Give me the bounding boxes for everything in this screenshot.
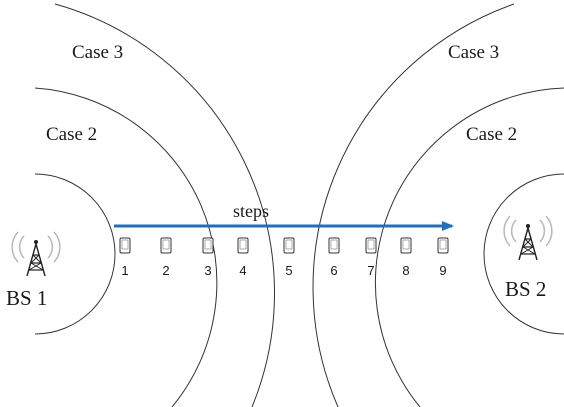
case2-left-label: Case 2 bbox=[46, 124, 97, 145]
bs2-antenna-tower-icon bbox=[503, 215, 553, 261]
bs2-label: BS 2 bbox=[505, 277, 546, 301]
mobile-device-icon bbox=[328, 237, 340, 254]
case3-right-label: Case 3 bbox=[448, 42, 499, 63]
step-number-label: 1 bbox=[121, 263, 128, 278]
step-number-label: 9 bbox=[439, 263, 446, 278]
step-number-label: 2 bbox=[162, 263, 169, 278]
mobile-device-icon bbox=[400, 237, 412, 254]
step-number-label: 8 bbox=[402, 263, 409, 278]
bs1-coverage-outer-arc bbox=[54, 3, 275, 407]
mobile-device-icon bbox=[283, 237, 295, 254]
step-number-label: 3 bbox=[204, 263, 211, 278]
steps-label: steps bbox=[233, 201, 269, 221]
step-number-label: 5 bbox=[285, 263, 292, 278]
mobile-device-icon bbox=[365, 237, 377, 254]
step-number-label: 4 bbox=[239, 263, 246, 278]
step-number-label: 7 bbox=[367, 263, 374, 278]
case3-left-label: Case 3 bbox=[72, 42, 123, 63]
bs2-coverage-outer-arc bbox=[312, 3, 515, 407]
mobile-device-icon bbox=[202, 237, 214, 254]
mobile-device-icon bbox=[437, 237, 449, 254]
bs1-antenna-tower-icon bbox=[11, 231, 61, 277]
mobile-device-icon bbox=[237, 237, 249, 254]
bs1-coverage-inner-arc bbox=[34, 173, 116, 335]
bs2-coverage-inner-arc bbox=[483, 173, 564, 335]
bs1-coverage-middle-arc bbox=[34, 87, 218, 407]
step-number-label: 6 bbox=[330, 263, 337, 278]
case2-right-label: Case 2 bbox=[466, 124, 517, 145]
device-positions: 1 2 3 4 5 6 7 8 9 bbox=[119, 237, 449, 278]
mobile-device-icon bbox=[119, 237, 131, 254]
mobile-device-icon bbox=[160, 237, 172, 254]
bs2-coverage-middle-arc bbox=[374, 87, 564, 407]
bs1-label: BS 1 bbox=[6, 286, 47, 310]
